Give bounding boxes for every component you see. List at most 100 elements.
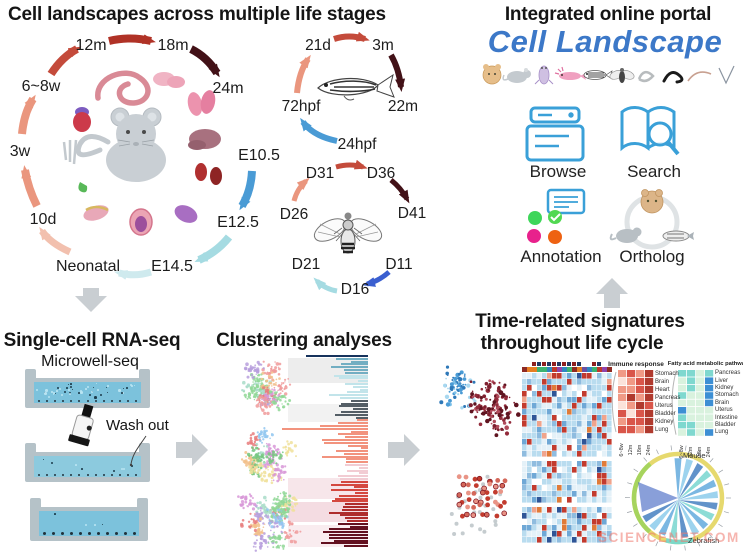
heatmap-cell <box>552 537 557 543</box>
species-planarian-icon <box>662 70 684 84</box>
cluster-bar <box>350 525 368 528</box>
heatmap-immune-title: Immune response <box>608 361 664 368</box>
species-icon-row <box>482 64 735 85</box>
heatmap-cell <box>572 379 577 385</box>
arrow-24hpf-72hpf <box>300 117 338 144</box>
heatmap-cell <box>577 479 582 485</box>
cell-dot <box>55 393 57 395</box>
heatmap-cell <box>597 373 602 379</box>
heatmap-cell <box>542 461 547 467</box>
heatmap-cell <box>592 385 597 391</box>
heatmap-cell <box>592 373 597 379</box>
circos-tick <box>633 468 639 473</box>
fly-wing <box>349 218 383 242</box>
mouse-ear <box>110 107 130 127</box>
heatmap-cell <box>522 427 527 433</box>
heatmap-cell <box>532 379 537 385</box>
heatmap-cell <box>562 451 567 457</box>
heatmap-cell <box>542 445 547 451</box>
arrow-72hpf-21d <box>294 54 311 94</box>
heatmap-cell <box>547 525 552 531</box>
heatmap-cell <box>557 379 562 385</box>
cell-dot <box>87 386 90 389</box>
cluster-bar <box>338 522 368 525</box>
organ-intestine <box>95 70 151 106</box>
heatmap-cell <box>597 385 602 391</box>
well-dot <box>103 474 105 476</box>
heatmap-cell <box>542 479 547 485</box>
well-dot <box>106 532 109 535</box>
heatmap-cell <box>618 402 627 410</box>
microwell-subtitle: Microwell-seq <box>41 353 139 370</box>
heatmap-annotation-bar <box>542 367 547 372</box>
heatmap-cell <box>678 384 687 392</box>
heatmap-cell <box>577 379 582 385</box>
heatmap-cell <box>567 531 572 537</box>
heatmap-cell <box>607 403 612 409</box>
heatmap-col-label: 24m <box>706 446 712 458</box>
heatmap-cell <box>572 391 577 397</box>
heatmap-cell <box>607 461 612 467</box>
cell-dot <box>80 391 83 394</box>
tray-liquid-wash <box>34 456 141 477</box>
heatmap-cell <box>562 409 567 415</box>
well-dot <box>46 400 48 402</box>
heatmap-cell <box>547 445 552 451</box>
heatmap-cell <box>567 373 572 379</box>
heatmap-cell <box>577 409 582 415</box>
cluster-bar <box>354 486 368 489</box>
heatmap-cell <box>542 451 547 457</box>
heatmap-annotation-square <box>537 362 541 366</box>
cluster-bar <box>306 355 368 357</box>
cluster-bar <box>338 433 368 436</box>
heatmap-cell <box>572 491 577 497</box>
cell-dot <box>59 388 62 391</box>
heatmap-annotation-bar <box>572 367 577 372</box>
heatmap-brace <box>611 371 617 433</box>
heatmap-cell <box>587 385 592 391</box>
arrow-12m-18m <box>108 34 156 45</box>
heatmap-cell <box>567 491 572 497</box>
cell-dot <box>97 389 99 391</box>
heatmap-cell <box>607 385 612 391</box>
flow-arrow-right-2 <box>388 434 420 466</box>
heatmap-annotation-bar <box>567 367 572 372</box>
cluster-bar <box>355 492 368 495</box>
heatmap-cell <box>542 439 547 445</box>
cluster-bar <box>332 500 368 503</box>
cluster-bar <box>347 469 368 472</box>
organ-liver <box>188 140 206 150</box>
heatmap-cell <box>542 385 547 391</box>
heatmap-cell <box>572 439 577 445</box>
heatmap-cell <box>696 377 705 384</box>
heatmap-cell <box>577 525 582 531</box>
circos-chord <box>649 500 678 531</box>
cluster-bar <box>340 514 368 517</box>
heatmap-cell <box>705 421 714 429</box>
species-earthworm-icon <box>687 71 712 82</box>
heatmap-cell <box>587 439 592 445</box>
heatmap-cell <box>645 410 654 418</box>
heatmap-cell <box>537 507 542 513</box>
heatmap-cell <box>537 467 542 473</box>
cluster-bar <box>338 475 368 478</box>
heatmap-cell <box>527 525 532 531</box>
heatmap-cell <box>532 537 537 543</box>
cluster-bar <box>346 458 368 461</box>
cluster-bar <box>344 545 368 548</box>
heatmap-cell <box>552 427 557 433</box>
organ-stomach <box>174 205 198 223</box>
cell-dot <box>89 394 92 397</box>
heatmap-cell <box>527 519 532 525</box>
tray-wall <box>139 369 150 383</box>
heatmap-cell <box>602 421 607 427</box>
heatmap-cell <box>597 491 602 497</box>
heatmap-cell <box>582 537 587 543</box>
mouse-body <box>106 138 166 182</box>
heatmap-cell <box>552 421 557 427</box>
heatmap-cell <box>678 421 687 429</box>
heatmap-cell <box>537 537 542 543</box>
heatmap-cell <box>587 373 592 379</box>
browse-label: Browse <box>529 162 587 181</box>
heatmap-cell <box>522 379 527 385</box>
